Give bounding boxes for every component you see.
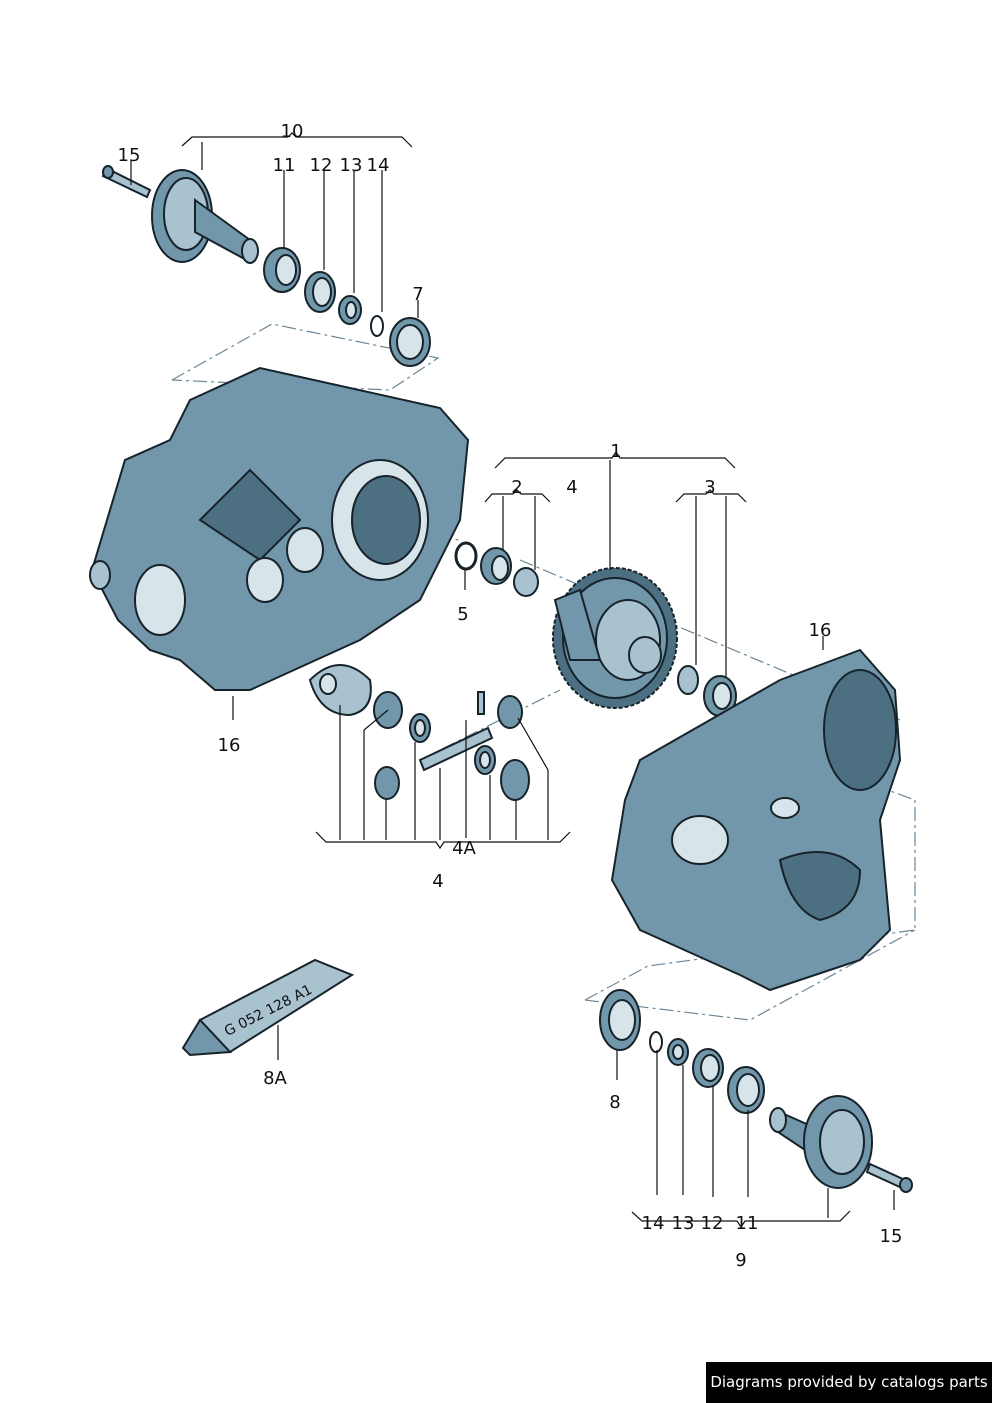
bottom-flange-shaft [769, 1095, 873, 1189]
sealant-tube: G 052 128 A1 [181, 958, 355, 1057]
label-4-gears: 4 [432, 871, 443, 892]
label-2: 2 [511, 477, 522, 498]
label-12-bottom: 12 [701, 1213, 724, 1234]
top-bearing-set [263, 247, 431, 367]
part-number-labels: 10 15 11 12 13 14 7 1 2 4 3 5 16 16 4A 4… [118, 121, 903, 1271]
top-bolt [101, 165, 152, 199]
label-4-diff: 4 [566, 477, 577, 498]
label-14-top: 14 [367, 155, 390, 176]
label-10: 10 [281, 121, 304, 142]
label-4A: 4A [452, 838, 476, 859]
label-11-bottom: 11 [736, 1213, 759, 1234]
top-flange-shaft [151, 169, 259, 264]
right-transmission-housing [610, 648, 902, 992]
label-12-top: 12 [310, 155, 333, 176]
credit-banner: Diagrams provided by catalogs parts [706, 1362, 992, 1403]
label-1: 1 [610, 441, 621, 462]
bearings-and-shim [454, 541, 737, 717]
differential-crown-gear [552, 567, 678, 709]
label-16-left: 16 [218, 735, 241, 756]
label-15-top: 15 [118, 145, 141, 166]
differential-small-gears [308, 664, 530, 801]
label-16-right: 16 [809, 620, 832, 641]
left-transmission-housing [89, 366, 470, 691]
label-8A: 8A [263, 1068, 287, 1089]
label-8: 8 [609, 1092, 620, 1113]
label-leader-lines [130, 132, 895, 1229]
label-13-bottom: 13 [672, 1213, 695, 1234]
bottom-bolt [865, 1162, 913, 1193]
bottom-bearing-set [599, 989, 765, 1114]
label-15-bottom: 15 [880, 1226, 903, 1247]
label-3: 3 [704, 477, 715, 498]
label-11-top: 11 [273, 155, 296, 176]
label-7: 7 [412, 284, 423, 305]
label-9: 9 [735, 1250, 746, 1271]
label-5: 5 [457, 604, 468, 625]
label-14-bottom: 14 [642, 1213, 665, 1234]
label-13-top: 13 [340, 155, 363, 176]
